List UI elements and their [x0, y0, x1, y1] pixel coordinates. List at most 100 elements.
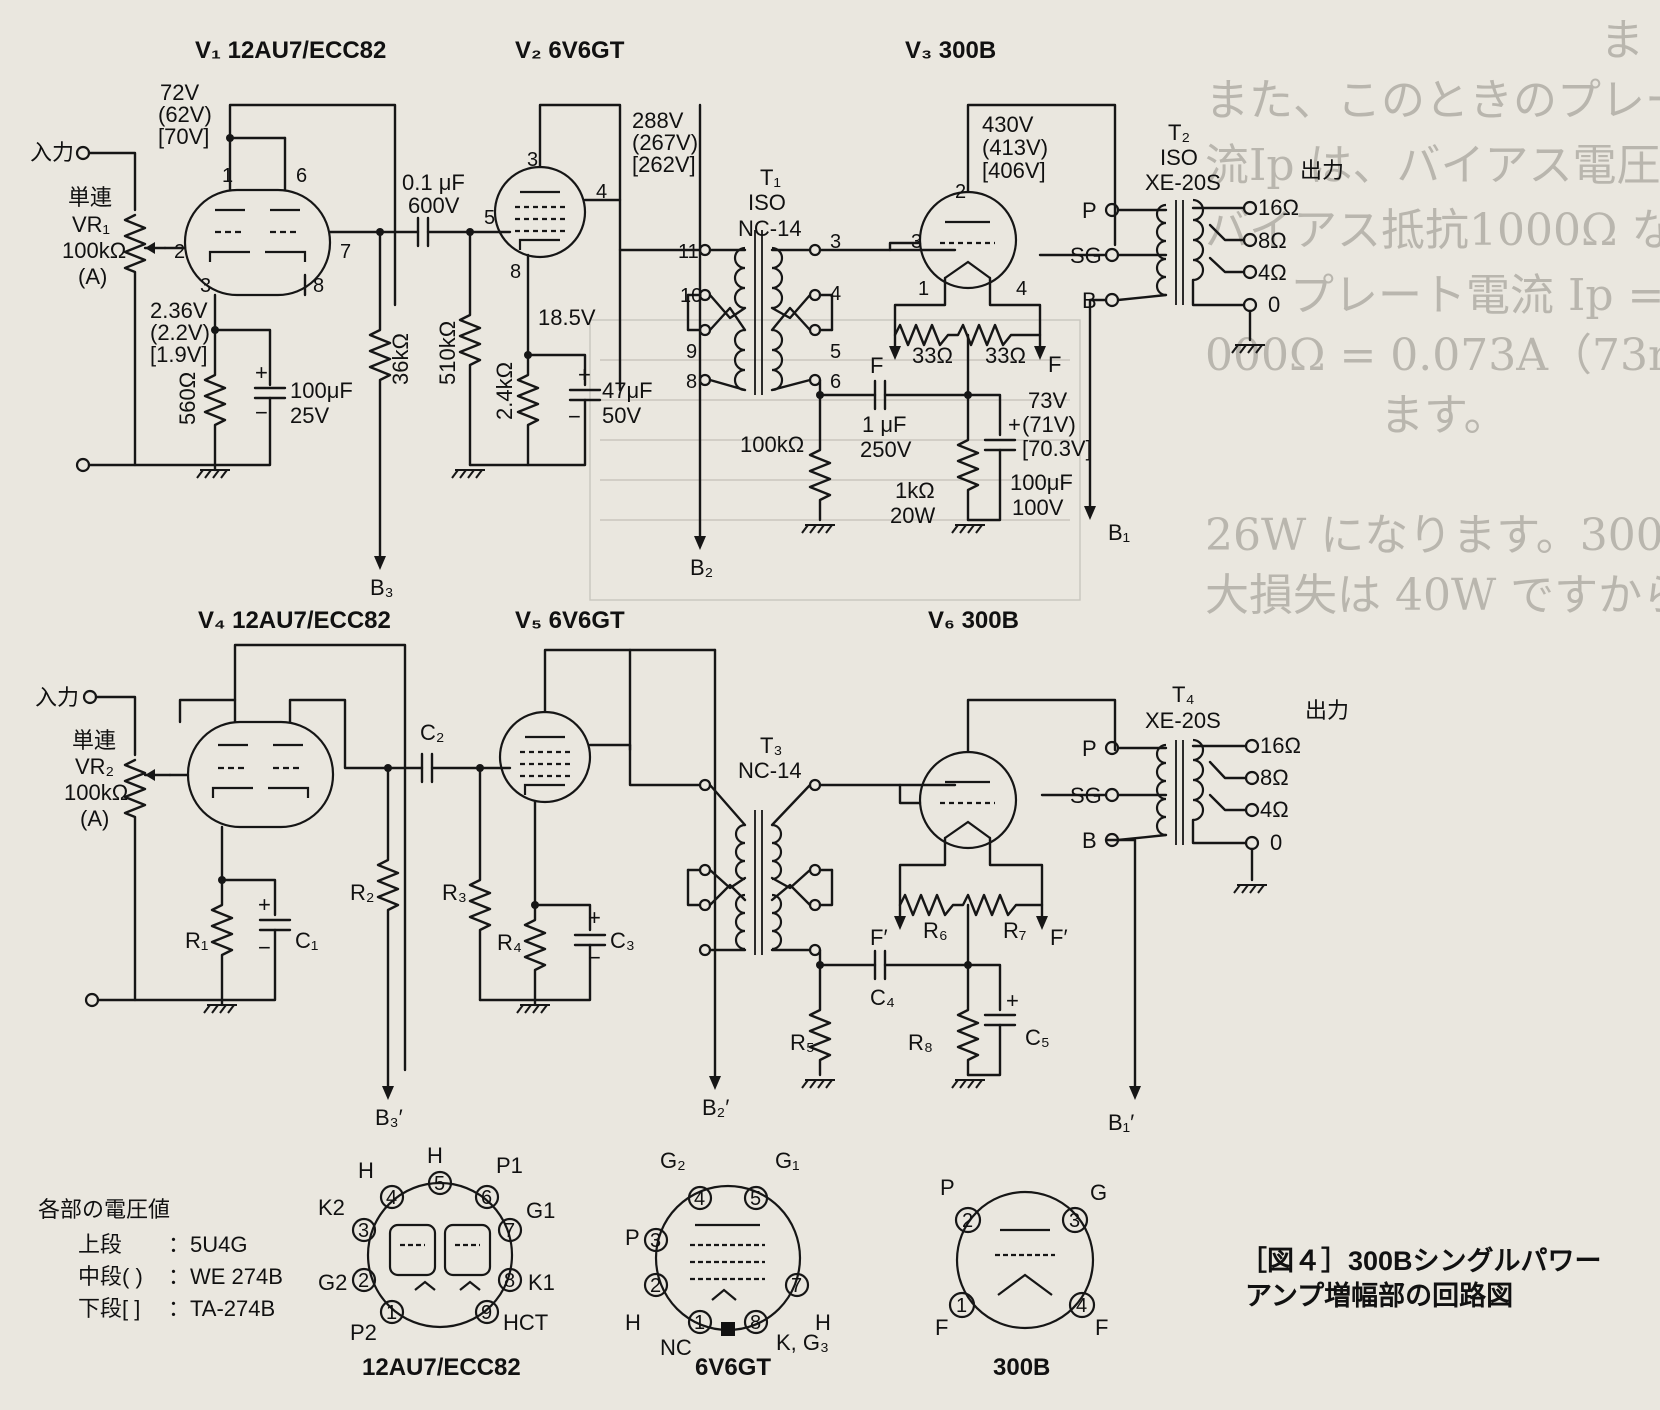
- svg-text:(71V): (71V): [1022, 412, 1076, 437]
- svg-text:510kΩ: 510kΩ: [435, 321, 460, 385]
- vr1-resistor: [123, 213, 147, 467]
- v4-tube-symbol: [186, 720, 335, 829]
- svg-text:2.4kΩ: 2.4kΩ: [492, 362, 517, 420]
- svg-text:6V6GT: 6V6GT: [695, 1354, 771, 1381]
- svg-text:P: P: [940, 1175, 955, 1200]
- svg-text:C₁: C₁: [295, 928, 318, 953]
- svg-text:各部の電圧値: 各部の電圧値: [38, 1197, 170, 1222]
- rk1-resistor: [203, 328, 227, 467]
- svg-text:72V: 72V: [160, 80, 199, 105]
- svg-text:NC-14: NC-14: [738, 216, 802, 241]
- rp1-resistor: [368, 230, 392, 562]
- svg-text:B₃′: B₃′: [375, 1105, 403, 1130]
- v6-title: V₆ 300B: [928, 607, 1019, 634]
- svg-text:G₁: G₁: [775, 1148, 800, 1173]
- svg-text:単連: 単連: [68, 185, 112, 210]
- svg-text:R₇: R₇: [1003, 918, 1026, 943]
- svg-text:8: 8: [313, 275, 324, 297]
- svg-text:2: 2: [174, 241, 185, 263]
- svg-text:50V: 50V: [602, 403, 641, 428]
- svg-text:5: 5: [750, 1188, 761, 1210]
- svg-text:G2: G2: [318, 1270, 347, 1295]
- svg-text:4Ω: 4Ω: [1258, 260, 1287, 285]
- svg-text:−: −: [588, 945, 601, 970]
- svg-text:9: 9: [686, 341, 697, 363]
- svg-text:+: +: [578, 362, 591, 387]
- figure-caption: ［図４］300Bシングルパワー アンプ増幅部の回路図: [1240, 1245, 1602, 1311]
- svg-text:1: 1: [386, 1302, 397, 1324]
- svg-text:B₃: B₃: [370, 575, 394, 600]
- svg-text:0: 0: [1268, 292, 1280, 317]
- svg-text:：TA-274B: ：TA-274B: [168, 1296, 275, 1321]
- svg-text:3: 3: [200, 275, 211, 297]
- svg-text:+: +: [255, 360, 268, 385]
- svg-text:4: 4: [1076, 1295, 1087, 1317]
- svg-text:：5U4G: ：5U4G: [168, 1232, 247, 1257]
- svg-text:(413V): (413V): [982, 135, 1048, 160]
- svg-text:5: 5: [434, 1173, 445, 1195]
- svg-text:1 μF: 1 μF: [862, 412, 906, 437]
- svg-text:6: 6: [296, 165, 307, 187]
- pinout-6v6gt: 4 5 3 2 7 1 8 G₂ G₁ P H H NC K, G₃ 6V6GT: [625, 1148, 831, 1381]
- svg-text:0.1 μF: 0.1 μF: [402, 170, 465, 195]
- v1-title: V₁ 12AU7/ECC82: [195, 37, 386, 64]
- v2-title: V₂ 6V6GT: [515, 37, 625, 64]
- svg-text:K, G₃: K, G₃: [776, 1330, 829, 1355]
- svg-text:SG: SG: [1070, 243, 1102, 268]
- svg-text:NC-14: NC-14: [738, 758, 802, 783]
- svg-text:100μF: 100μF: [290, 378, 353, 403]
- svg-text:000Ω = 0.073A（73mA）に: 000Ω = 0.073A（73mA）に: [1205, 330, 1660, 381]
- svg-text:3: 3: [650, 1230, 661, 1252]
- svg-text:(62V): (62V): [158, 102, 212, 127]
- svg-text:NC: NC: [660, 1335, 692, 1360]
- svg-text:H: H: [815, 1310, 831, 1335]
- svg-text:10: 10: [680, 285, 702, 307]
- svg-text:ISO: ISO: [748, 190, 786, 215]
- svg-text:T₄: T₄: [1172, 682, 1194, 707]
- svg-text:7: 7: [504, 1220, 515, 1242]
- svg-text:100kΩ: 100kΩ: [64, 780, 128, 805]
- svg-text:8Ω: 8Ω: [1258, 228, 1287, 253]
- v4-title: V₄ 12AU7/ECC82: [198, 607, 391, 634]
- v5-tube-symbol: [498, 710, 592, 804]
- svg-text:[262V]: [262V]: [632, 152, 696, 177]
- svg-text:C₅: C₅: [1025, 1025, 1050, 1050]
- svg-text:アンプ増幅部の回路図: アンプ増幅部の回路図: [1245, 1280, 1513, 1311]
- svg-text:3: 3: [830, 231, 841, 253]
- input-terminal: [75, 145, 91, 161]
- svg-text:R₂: R₂: [350, 880, 374, 905]
- svg-text:250V: 250V: [860, 437, 912, 462]
- svg-text:8: 8: [510, 261, 521, 283]
- svg-text:B: B: [1082, 828, 1097, 853]
- v3-tube-symbol: 2 3 1 4: [911, 181, 1027, 300]
- svg-text:K2: K2: [318, 1195, 345, 1220]
- svg-text:1: 1: [694, 1312, 705, 1334]
- channel-1: V₁ 12AU7/ECC82 V₂ 6V6GT V₃ 300B 入力 単連 VR…: [30, 37, 1344, 600]
- svg-text:2: 2: [358, 1270, 369, 1292]
- svg-text:26W になります。300B の: 26W になります。300B の: [1205, 510, 1660, 561]
- svg-text:8: 8: [750, 1312, 761, 1334]
- svg-text:(2.2V): (2.2V): [150, 320, 210, 345]
- svg-text:C₄: C₄: [870, 985, 895, 1010]
- background-page-text: ま また、このときのプレート 流Ip は、バイアス電圧73V バイアス抵抗100…: [589, 15, 1660, 621]
- svg-text:430V: 430V: [982, 112, 1034, 137]
- t2-output-transformer: [1104, 198, 1265, 354]
- voltage-legend: 各部の電圧値 上段 ：5U4G 中段( ) ：WE 274B 下段[ ] ：TA…: [38, 1197, 283, 1321]
- svg-text:3: 3: [358, 1220, 369, 1242]
- svg-text:4: 4: [386, 1187, 397, 1209]
- svg-text:HCT: HCT: [503, 1310, 548, 1335]
- v3-title: V₃ 300B: [905, 37, 996, 64]
- svg-text:73V: 73V: [1028, 388, 1067, 413]
- svg-text:560Ω: 560Ω: [175, 372, 200, 425]
- svg-text:B₂: B₂: [690, 555, 713, 580]
- svg-text:100kΩ: 100kΩ: [62, 238, 126, 263]
- svg-text:VR₁: VR₁: [72, 212, 110, 237]
- svg-text:B: B: [1082, 288, 1097, 313]
- svg-text:4: 4: [694, 1188, 705, 1210]
- input-label: 入力: [30, 140, 74, 165]
- svg-text:18.5V: 18.5V: [538, 305, 596, 330]
- t1-transformer: 11 10 9 8 3 4 5 6: [678, 230, 841, 395]
- v6-tube-symbol: [918, 750, 1018, 850]
- svg-text:：WE 274B: ：WE 274B: [168, 1264, 283, 1289]
- svg-text:3: 3: [527, 149, 538, 171]
